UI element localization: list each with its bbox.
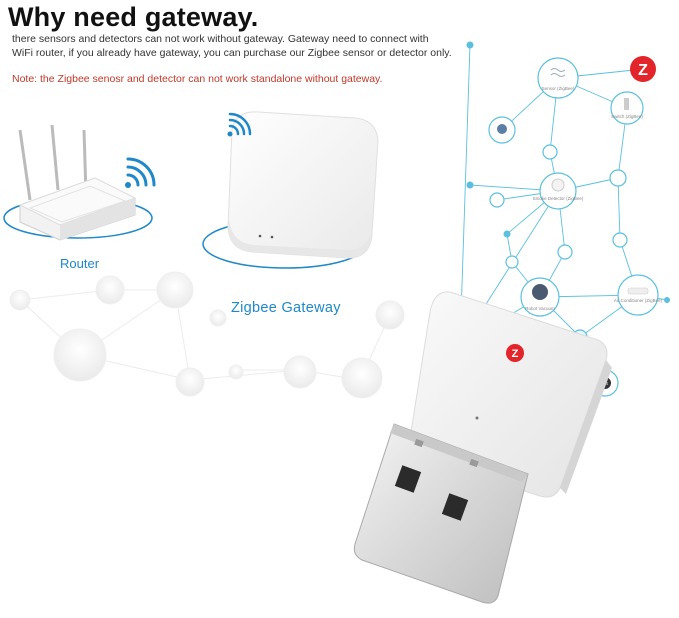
small-node-6 [505, 255, 519, 269]
robot-vacuum-icon [532, 284, 548, 300]
note-text: Note: the Zigbee senosr and detector can… [12, 73, 383, 85]
air-conditioner-node [617, 274, 659, 316]
small-node-4 [612, 232, 628, 248]
robot-vacuum-label: Robot Vacuum [525, 306, 555, 311]
usb-zigbee-logo-text: Z [512, 348, 519, 360]
wave-icon [550, 68, 566, 77]
network-dots [466, 41, 670, 303]
router-wifi-icon [125, 157, 156, 188]
zigbee-logo-text: Z [638, 62, 648, 79]
small-node-3 [489, 192, 505, 208]
sensor-label: Sensor (ZigBee) [542, 86, 575, 91]
zigbee-logo: Z [630, 56, 656, 82]
small-node-2 [609, 169, 627, 187]
router-label: Router [60, 256, 100, 271]
camera-icon [497, 124, 507, 134]
description-text: there sensors and detectors can not work… [12, 33, 452, 59]
background-bubbles [9, 271, 405, 399]
smoke-detector-icon [551, 178, 565, 192]
gateway-label: Zigbee Gateway [231, 300, 341, 316]
air-conditioner-label: Air Conditioner (ZigBee) [614, 298, 663, 303]
sensor-node [537, 57, 579, 99]
router [3, 124, 153, 241]
small-node-5 [557, 244, 573, 260]
air-conditioner-icon [627, 287, 649, 295]
switch-icon [624, 98, 629, 110]
smoke-detector-label: Smoke Detector (ZigBee) [533, 196, 584, 201]
usb-zigbee-logo [506, 344, 524, 362]
page-title: Why need gateway. [8, 2, 259, 32]
usb-dongle: Z [353, 291, 612, 604]
gateway-wifi-icon [227, 112, 252, 137]
zigbee-gateway [202, 111, 379, 269]
small-node-1 [542, 144, 558, 160]
switch-label: Switch (ZigBee) [611, 114, 643, 119]
